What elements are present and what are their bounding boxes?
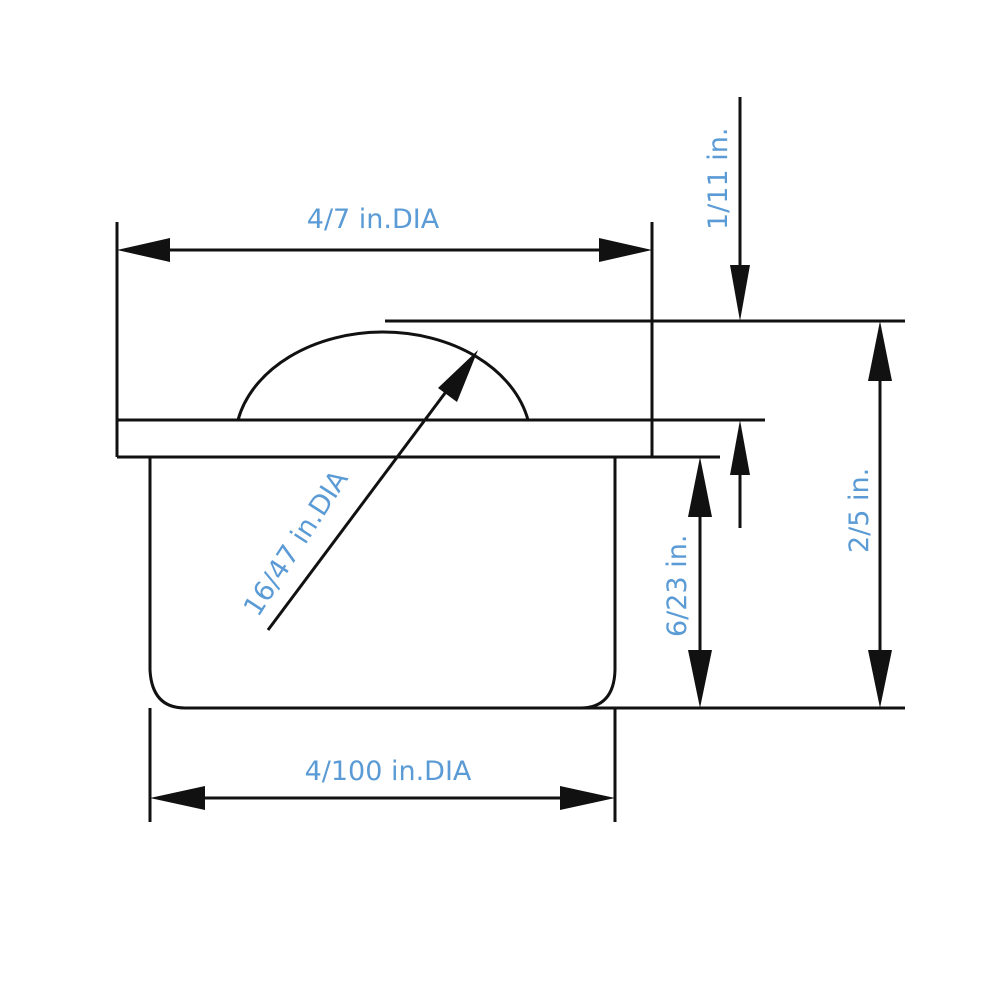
body-diameter-dimension (148, 708, 617, 822)
ball-diameter-label: 16/47 in.DIA (238, 465, 355, 622)
total-height-dimension (868, 321, 892, 708)
body-height-label: 6/23 in. (662, 535, 693, 637)
body-height-dimension (688, 457, 712, 708)
total-height-label: 2/5 in. (844, 468, 875, 553)
ball-dome (236, 330, 530, 421)
body-diameter-label: 4/100 in.DIA (305, 756, 472, 787)
flange (115, 222, 765, 459)
ball-protrusion-label: 1/11 in. (703, 128, 734, 230)
cup-body (148, 457, 905, 710)
flange-diameter-dimension (117, 238, 652, 262)
flange-diameter-label: 4/7 in.DIA (307, 204, 440, 235)
ball-diameter-dimension (266, 350, 478, 631)
ball-protrusion-dimension (730, 97, 750, 528)
